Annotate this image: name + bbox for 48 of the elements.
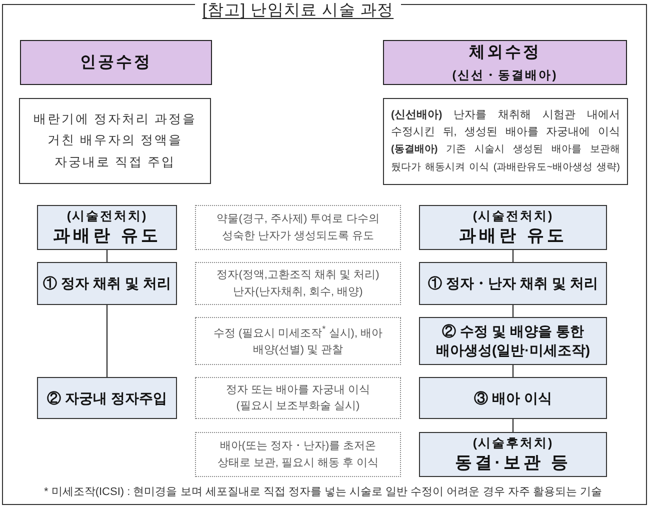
note-box (195, 205, 401, 250)
note-text: 난자(난자채취, 회수, 배양) (233, 284, 363, 300)
note-text: 정자(정액,고환조직 채취 및 처리) (216, 268, 380, 283)
description-text: (신선배아) 난자를 채취해 시험관 내에서 수정시킨 뒤, 생성된 배아를 자궁내에 이식 (391, 108, 620, 140)
step-box (419, 262, 607, 305)
description-box (19, 98, 211, 184)
step-box (419, 377, 607, 419)
step-tag: (시술전처치) (472, 208, 554, 225)
header-subtitle: (신선・동결배아) (452, 66, 558, 84)
connector-line (512, 305, 514, 317)
step-title: 동결·보관 등 (454, 452, 572, 474)
note-text: 정자 또는 배아를 자궁내 이식 (필요시 보조부화술 실시) (224, 382, 372, 414)
step-title: ① 정자・난자 채취 및 처리 (428, 274, 598, 293)
header-title: 인공수정 (80, 53, 152, 73)
step-box (37, 262, 177, 305)
description-text: 배란기에 정자처리 과정을 거친 배우자의 정액을 자궁내로 직접 주입 (32, 111, 198, 171)
note-text: 수정 (필요시 미세조작$^{*}$ 실시), 배아 배양(선별) 및 관찰 (212, 323, 384, 358)
diagram-title: [참고] 난임치료 시술 과정 (195, 1, 401, 21)
connector-line (512, 250, 514, 262)
header-title: 체외수정 (469, 42, 541, 62)
step-tag: (시술후처치) (472, 434, 554, 452)
note-text: 약물(경구, 주사제) 투여로 다수의 성숙한 난자가 생성되도록 유도 (216, 212, 380, 244)
step-title: ③ 배아 이식 (474, 388, 552, 408)
connector-line (512, 365, 514, 377)
note-text: 배아(또는 정자・난자)를 초저온 상태로 보관, 필요시 해동 후 이식 (216, 439, 380, 470)
description-text: (동결배아) 기존 시술시 생성된 배아를 보관해 뒀다가 해동시켜 이식 (과배란유도~배아생성 생략) (391, 143, 620, 175)
step-title: ① 정자 채취 및 처리 (43, 274, 171, 293)
note-box (195, 432, 401, 477)
step-tag: (시술전처치) (66, 208, 148, 225)
connector-line (512, 419, 514, 432)
note-box (195, 317, 401, 365)
header-box (383, 40, 627, 85)
step-box (37, 377, 177, 419)
header-box (20, 40, 212, 85)
note-box (195, 377, 401, 419)
step-title: 과배란 유도 (53, 224, 161, 247)
step-box (419, 317, 607, 365)
step-box (37, 205, 177, 250)
footnote: * 미세조작(ICSI) : 현미경을 보며 세포질내로 직접 정자를 넣는 시술로 일반 수정이 어려운 경우 자주 활용되는 기술 (44, 485, 602, 499)
connector-line (106, 250, 108, 262)
step-title: ② 수정 및 배양을 통한 배아생성(일반·미세조작) (435, 322, 591, 360)
step-title: 과배란 유도 (459, 224, 567, 247)
step-box (419, 432, 607, 477)
description-box (383, 98, 628, 185)
step-title: ② 자궁내 정자주입 (47, 388, 167, 408)
step-box (419, 205, 607, 250)
connector-line (106, 305, 108, 377)
note-box (195, 262, 401, 305)
